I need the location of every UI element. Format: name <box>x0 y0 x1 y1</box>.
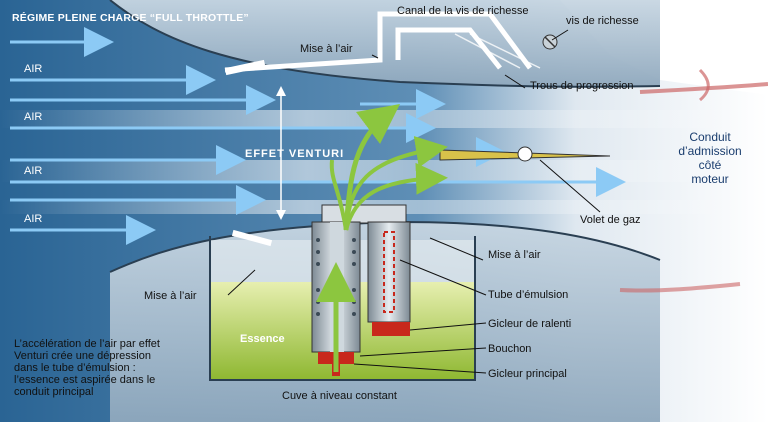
air-label-4: AIR <box>24 213 43 225</box>
idle-well <box>367 221 411 323</box>
mise-air-top-label: Mise à l’air <box>300 43 353 55</box>
red-stroke <box>639 82 768 94</box>
red-stroke <box>619 282 741 293</box>
leader-lines <box>227 29 601 374</box>
mise-air-left-label: Mise à l’air <box>144 290 197 302</box>
caption-line-4: l’essence est aspirée dans le <box>14 374 156 386</box>
cuve-label: Cuve à niveau constant <box>282 390 397 402</box>
bowl-air-vent <box>231 229 273 247</box>
mixture-screw-slot <box>544 36 556 48</box>
mise-air-right-label: Mise à l’air <box>488 249 541 261</box>
upper-wall-edge <box>109 0 661 88</box>
caption: L’accélération de l’air par effet Ventur… <box>14 338 214 398</box>
fuel-flow <box>316 103 448 372</box>
conduit-line-4: moteur <box>691 172 729 186</box>
effet-venturi-label: EFFET VENTURI <box>245 148 345 160</box>
upper-venturi-wall <box>110 0 660 87</box>
tube-emulsion-label: Tube d’émulsion <box>488 289 569 301</box>
caption-line-5: conduit principal <box>14 386 94 398</box>
caption-line-3: dans le tube d’émulsion : <box>14 362 136 374</box>
conduit-line-1: Conduit <box>689 130 731 144</box>
gicleur-ralenti-label: Gicleur de ralenti <box>488 318 572 330</box>
essence-label: Essence <box>240 333 285 345</box>
vis-richesse-label: vis de richesse <box>566 15 639 27</box>
caption-line-2: Venturi crée une dépression <box>14 350 151 362</box>
air-label-2: AIR <box>24 111 43 123</box>
airflow-streak <box>0 160 768 182</box>
volet-gaz-label: Volet de gaz <box>580 214 641 226</box>
progression-holes-hatch <box>454 33 541 69</box>
bouchon-label: Bouchon <box>488 343 532 355</box>
conduit-label: Conduit d’admission côté moteur <box>660 130 760 186</box>
top-air-vent <box>224 59 266 76</box>
idle-jet <box>372 322 410 336</box>
gicleur-principal-label: Gicleur principal <box>488 368 567 380</box>
page-title: RÉGIME PLEINE CHARGE “FULL THROTTLE” <box>12 12 249 24</box>
float-bowl-outline <box>209 236 476 381</box>
air-label-1: AIR <box>24 63 43 75</box>
arrow-up-icon <box>276 86 286 96</box>
trous-progression-label: Trous de progression <box>530 80 634 92</box>
idle-jet-tube <box>383 231 395 313</box>
conduit-line-3: côté <box>698 158 722 172</box>
conduit-line-2: d’admission <box>678 144 742 158</box>
red-stroke <box>698 68 710 102</box>
caption-line-1: L’accélération de l’air par effet <box>14 338 160 350</box>
emulsion-cap <box>321 204 407 224</box>
throttle-plate <box>439 146 611 162</box>
arrow-down-icon <box>276 210 286 220</box>
idle-channel <box>224 11 533 73</box>
canal-label: Canal de la vis de richesse <box>397 5 529 17</box>
air-label-3: AIR <box>24 165 43 177</box>
